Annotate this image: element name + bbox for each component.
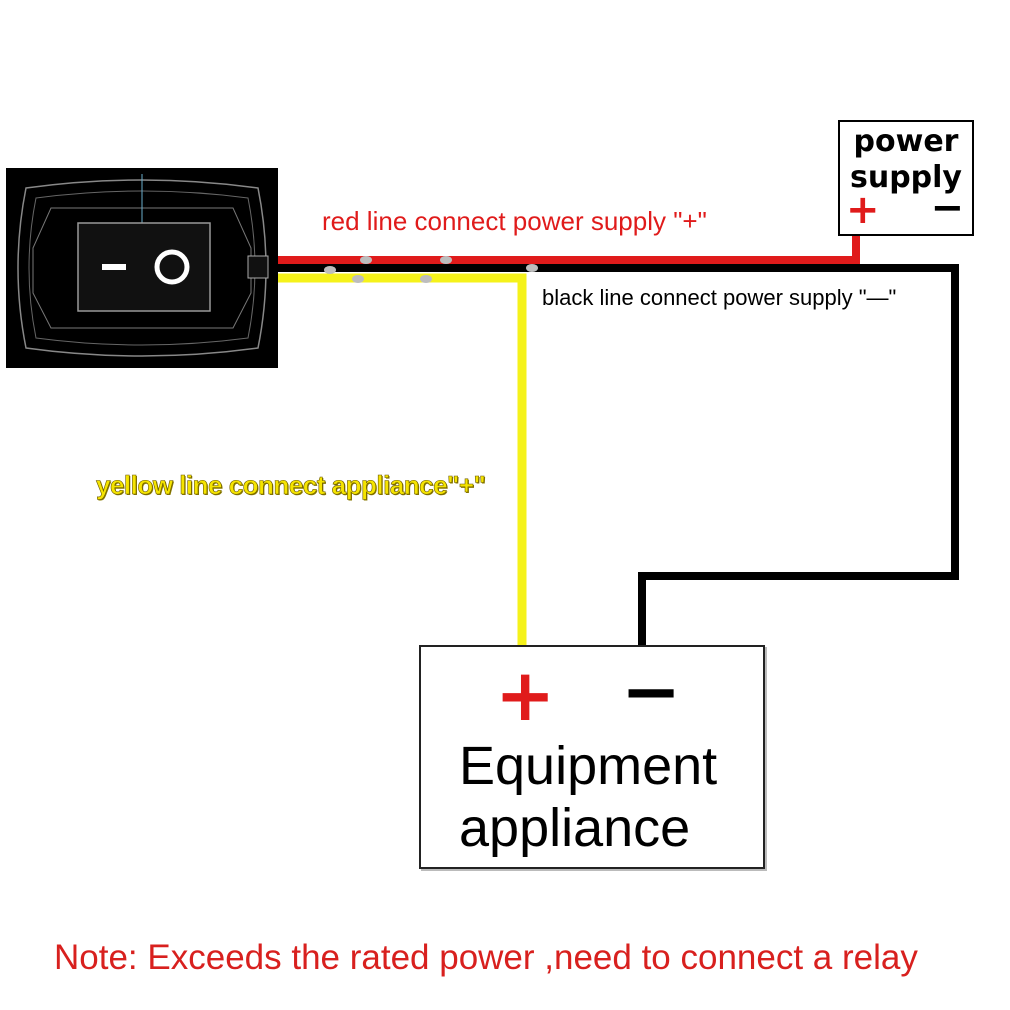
relay-note: Note: Exceeds the rated power ,need to c… — [54, 938, 918, 977]
equipment-title: Equipment appliance — [459, 735, 717, 859]
equipment-plus-terminal: + — [495, 653, 556, 737]
power-supply-title: power supply — [840, 124, 972, 196]
yellow-line-label: yellow line connect appliance"+" — [96, 470, 486, 501]
equipment-minus-terminal: − — [621, 649, 682, 733]
power-supply-minus-terminal: − — [930, 185, 964, 231]
black-line-label: black line connect power supply "—" — [542, 285, 897, 310]
equipment-appliance-box: + − Equipment appliance — [419, 645, 765, 869]
switch-on-mark — [154, 249, 190, 285]
black-wire — [278, 264, 959, 645]
yellow-wire — [278, 273, 527, 645]
red-line-label: red line connect power supply "+" — [322, 206, 707, 236]
power-supply-plus-terminal: + — [846, 187, 880, 233]
red-wire — [278, 236, 860, 264]
switch-off-mark — [102, 264, 126, 270]
power-supply-title-line2: supply — [849, 160, 962, 195]
power-supply-box: power supply + − — [838, 120, 974, 236]
wire-marks — [324, 256, 538, 283]
equipment-title-line1: Equipment — [459, 736, 718, 796]
rocker-switch-drawing — [6, 168, 278, 368]
power-supply-title-line1: power — [853, 124, 959, 159]
equipment-title-line2: appliance — [459, 798, 691, 858]
rocker-switch — [6, 168, 278, 368]
